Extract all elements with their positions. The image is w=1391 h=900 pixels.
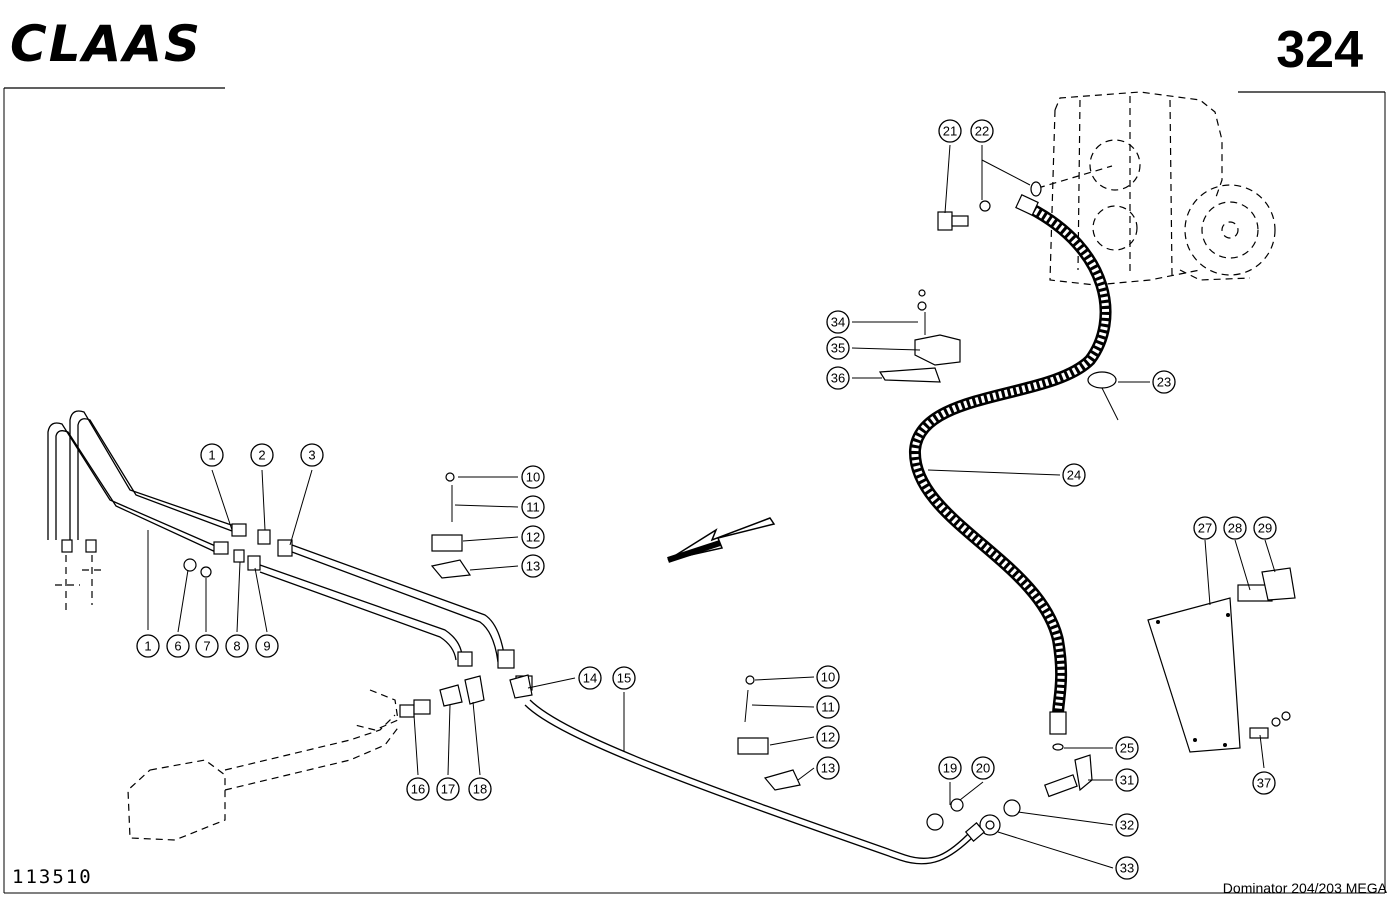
callout-33: 33 <box>1115 856 1139 880</box>
leader-lines <box>147 144 1276 869</box>
svg-text:22: 22 <box>975 124 989 139</box>
callout-10-upper: 10 <box>521 465 545 489</box>
svg-text:31: 31 <box>1120 773 1134 788</box>
callout-23: 23 <box>1152 370 1176 394</box>
callout-31: 31 <box>1115 768 1139 792</box>
engine-outline <box>1037 91 1276 286</box>
svg-text:12: 12 <box>821 730 835 745</box>
clip-23 <box>1087 371 1119 421</box>
svg-text:2: 2 <box>258 448 265 463</box>
callout-12-lower: 12 <box>816 725 840 749</box>
svg-text:3: 3 <box>308 448 315 463</box>
drawing-number: 113510 <box>12 866 93 888</box>
svg-text:25: 25 <box>1120 741 1134 756</box>
callout-27: 27 <box>1193 516 1217 540</box>
callout-34: 34 <box>826 310 850 334</box>
callouts: 1 2 3 1 6 7 8 9 10 11 12 13 14 15 16 17 … <box>136 119 1277 880</box>
svg-text:11: 11 <box>526 500 540 515</box>
guard-plate-27 <box>1147 567 1296 753</box>
callout-15: 15 <box>612 666 636 690</box>
svg-text:6: 6 <box>174 639 181 654</box>
svg-text:35: 35 <box>831 341 845 356</box>
callout-2: 2 <box>250 443 274 467</box>
callout-9: 9 <box>255 634 279 658</box>
svg-text:20: 20 <box>976 761 990 776</box>
callout-8: 8 <box>225 634 249 658</box>
svg-text:32: 32 <box>1120 818 1134 833</box>
svg-text:10: 10 <box>821 670 835 685</box>
svg-text:27: 27 <box>1198 521 1212 536</box>
svg-text:23: 23 <box>1157 375 1171 390</box>
callout-25: 25 <box>1115 736 1139 760</box>
brand-logo-text: CLAAS <box>10 15 202 73</box>
page-frame <box>3 87 1386 894</box>
clamp-group-10-13-upper <box>430 472 472 579</box>
svg-text:24: 24 <box>1067 468 1081 483</box>
callout-1-upper: 1 <box>200 443 224 467</box>
svg-text:1: 1 <box>208 448 215 463</box>
callout-12-upper: 12 <box>521 525 545 549</box>
svg-text:13: 13 <box>821 761 835 776</box>
callout-16: 16 <box>406 777 430 801</box>
claas-logo: CLAAS <box>10 18 232 70</box>
callout-6: 6 <box>166 634 190 658</box>
callout-13-upper: 13 <box>521 554 545 578</box>
svg-text:33: 33 <box>1120 861 1134 876</box>
callout-1-lower: 1 <box>136 634 160 658</box>
callout-3: 3 <box>300 443 324 467</box>
svg-text:28: 28 <box>1228 521 1242 536</box>
reservoir-outline <box>127 689 401 841</box>
svg-text:7: 7 <box>203 639 210 654</box>
svg-text:19: 19 <box>943 761 957 776</box>
callout-17: 17 <box>436 777 460 801</box>
svg-text:13: 13 <box>526 559 540 574</box>
svg-text:29: 29 <box>1258 521 1272 536</box>
svg-text:37: 37 <box>1257 776 1271 791</box>
callout-18: 18 <box>468 777 492 801</box>
svg-text:9: 9 <box>263 639 270 654</box>
callout-10-lower: 10 <box>816 665 840 689</box>
svg-text:16: 16 <box>411 782 425 797</box>
svg-text:14: 14 <box>583 671 597 686</box>
pipe-15 <box>515 675 986 865</box>
svg-text:18: 18 <box>473 782 487 797</box>
svg-text:1: 1 <box>144 639 151 654</box>
svg-text:12: 12 <box>526 530 540 545</box>
callout-11-lower: 11 <box>816 695 840 719</box>
callout-24: 24 <box>1062 463 1086 487</box>
callout-35: 35 <box>826 336 850 360</box>
flow-arrow <box>667 517 776 563</box>
callout-11-upper: 11 <box>521 495 545 519</box>
clamp-group-10-13-lower <box>737 675 801 791</box>
model-caption: Dominator 204/203 MEGA <box>1222 880 1387 896</box>
svg-text:15: 15 <box>617 671 631 686</box>
callout-37: 37 <box>1252 771 1276 795</box>
svg-text:8: 8 <box>233 639 240 654</box>
svg-text:10: 10 <box>526 470 540 485</box>
fittings-14-18 <box>399 674 533 718</box>
page-number: 324 <box>1276 21 1363 79</box>
callout-13-lower: 13 <box>816 756 840 780</box>
clamp-group-34-36 <box>878 289 961 383</box>
svg-text:17: 17 <box>441 782 455 797</box>
callout-32: 32 <box>1115 813 1139 837</box>
callout-21: 21 <box>938 119 962 143</box>
callout-22: 22 <box>970 119 994 143</box>
callout-14: 14 <box>578 666 602 690</box>
svg-text:21: 21 <box>943 124 957 139</box>
svg-text:36: 36 <box>831 371 845 386</box>
svg-text:11: 11 <box>821 700 835 715</box>
callout-28: 28 <box>1223 516 1247 540</box>
callout-19: 19 <box>938 756 962 780</box>
callout-29: 29 <box>1253 516 1277 540</box>
svg-text:34: 34 <box>831 315 845 330</box>
callout-7: 7 <box>195 634 219 658</box>
callout-36: 36 <box>826 366 850 390</box>
pipe-bundle-left <box>47 410 515 669</box>
callout-20: 20 <box>971 756 995 780</box>
hose-24 <box>908 194 1112 735</box>
